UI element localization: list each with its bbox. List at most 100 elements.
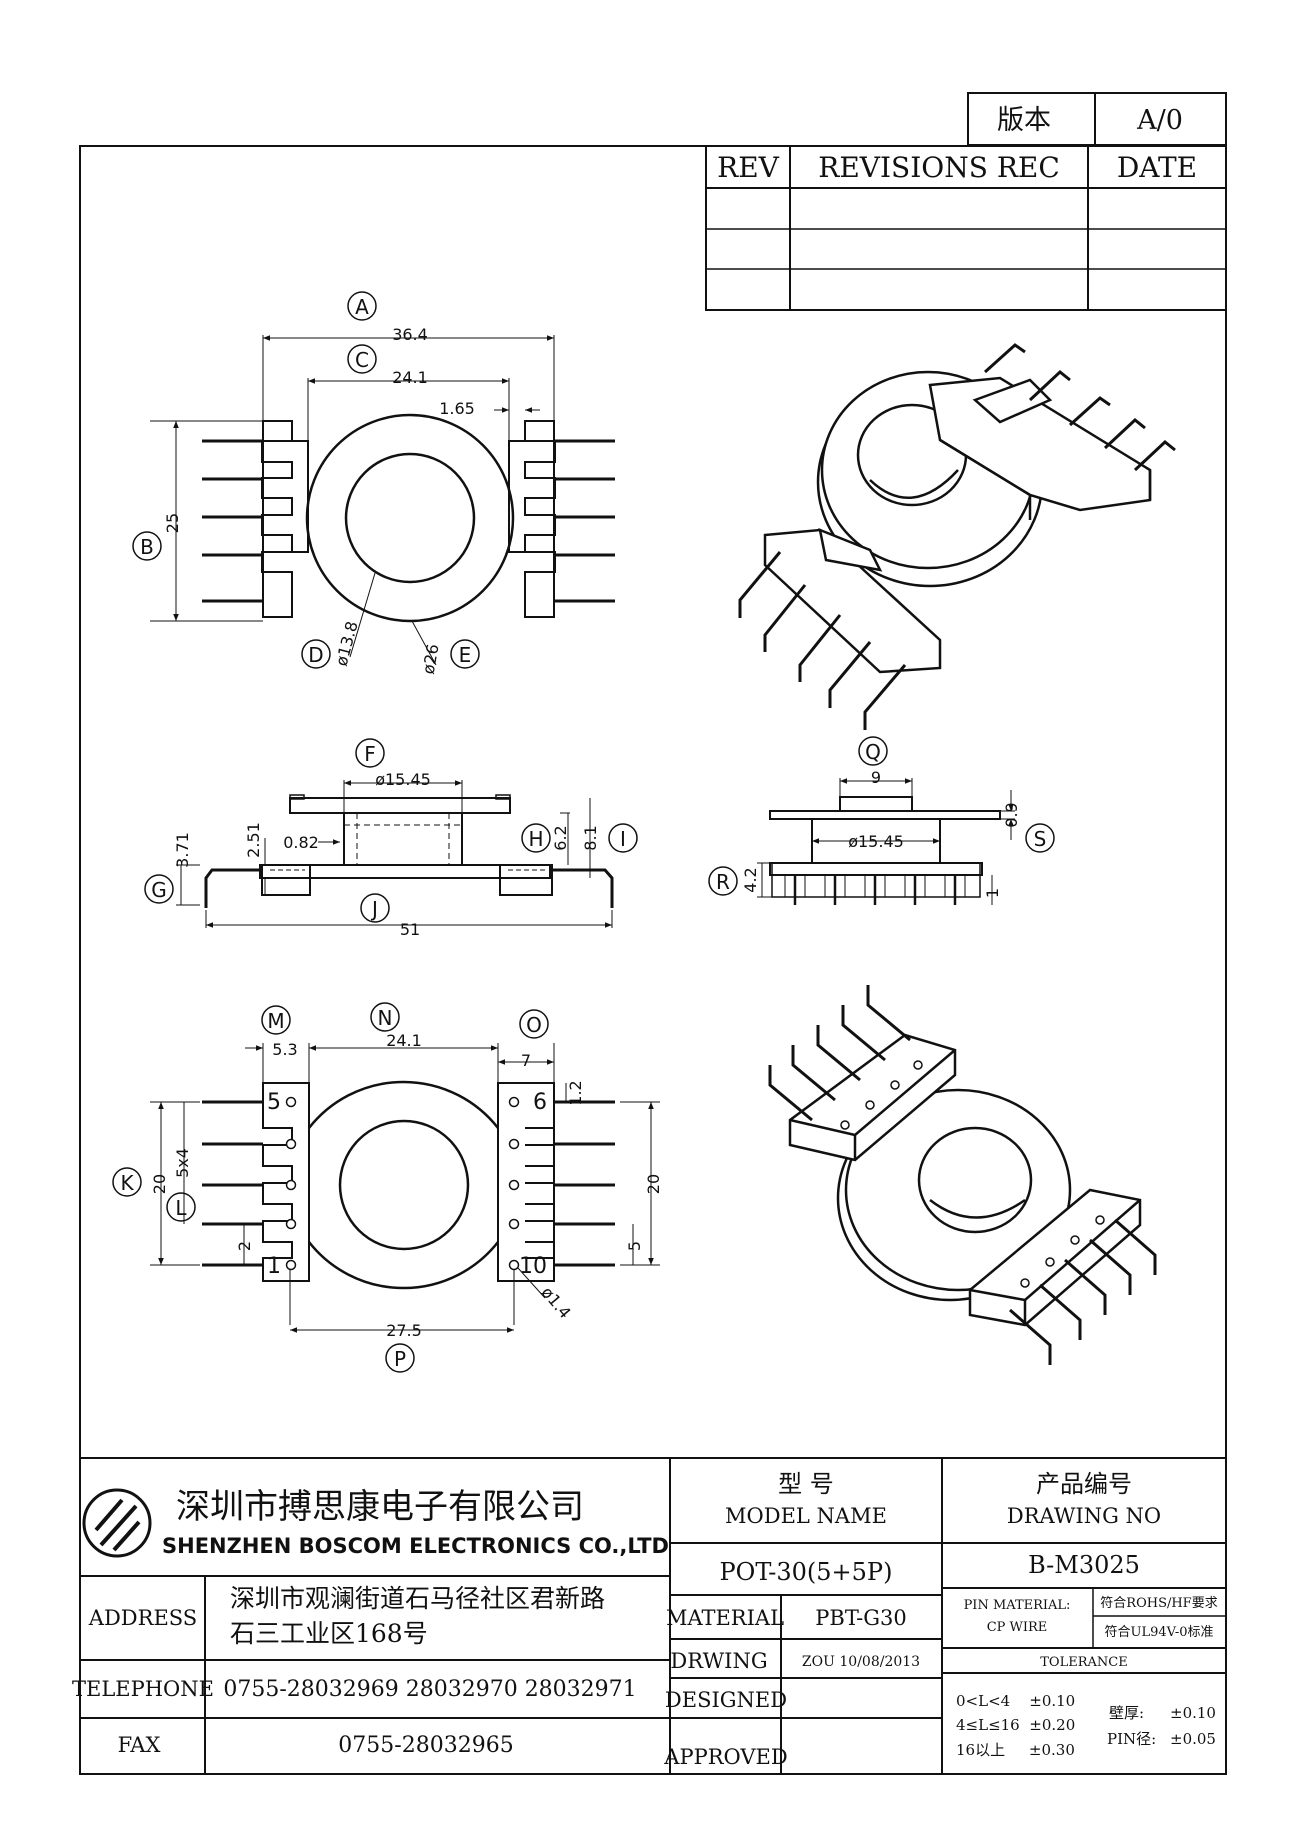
marker-c: C <box>347 344 377 374</box>
marker-k: K <box>112 1167 142 1197</box>
dim-d-text: ø13.8 <box>332 619 362 668</box>
title-block: 深圳市搏思康电子有限公司 SHENZHEN BOSCOM ELECTRONICS… <box>72 1457 1226 1774</box>
svg-text:K: K <box>120 1171 134 1195</box>
tolerance-row-1: 0<L<4 ±0.10 <box>956 1692 1075 1710</box>
approved-label: APPROVED <box>663 1745 787 1769</box>
drawing-no-label-cn: 产品编号 <box>1036 1470 1132 1498</box>
dim-hole-text: ø1.4 <box>538 1283 575 1322</box>
version-label: 版本 <box>997 105 1051 136</box>
dim-r-text: 4.2 <box>741 867 760 892</box>
wall-thickness-value: ±0.10 <box>1170 1704 1216 1722</box>
marker-i: I <box>608 823 638 853</box>
svg-text:R: R <box>716 870 730 894</box>
revisions-header: REVISIONS REC <box>818 151 1060 184</box>
company-name-cn: 深圳市搏思康电子有限公司 <box>176 1487 584 1527</box>
tolerance-label: TOLERANCE <box>1040 1655 1127 1670</box>
svg-text:N: N <box>378 1006 393 1030</box>
wall-thickness-label: 壁厚: <box>1109 1704 1144 1722</box>
svg-text:L: L <box>175 1196 187 1220</box>
dim-81-text: 8.1 <box>581 825 600 850</box>
dim-s-text: 0.9 <box>1002 802 1021 827</box>
dim-j-text: 51 <box>400 920 420 939</box>
isometric-view-top <box>738 343 1176 730</box>
material-label: MATERIAL <box>666 1606 784 1630</box>
marker-h: H <box>521 823 551 853</box>
marker-q: Q <box>858 736 888 766</box>
dim-q-text: 9 <box>871 768 881 787</box>
dim-c-text: 24.1 <box>392 368 428 387</box>
dim-62-text: 6.2 <box>551 825 570 850</box>
dim-right20-text: 20 <box>644 1174 663 1194</box>
dim-251-text: 2.51 <box>244 822 263 858</box>
date-header: DATE <box>1117 151 1197 184</box>
pin-material-label: PIN MATERIAL: <box>964 1598 1071 1613</box>
marker-n: N <box>370 1002 400 1032</box>
rev-header: REV <box>717 151 780 184</box>
svg-text:M: M <box>267 1009 284 1033</box>
designed-label: DESIGNED <box>665 1688 787 1712</box>
bottom-view: 5.3 24.1 7 20 5x4 2 20 5 1.2 27.5 ø1.4 5… <box>112 1002 663 1373</box>
side-view: ø15.45 2.51 0.82 3.71 6.2 8.1 51 F G H I… <box>144 738 638 939</box>
dim-a-text: 36.4 <box>392 325 428 344</box>
svg-text:H: H <box>528 827 543 851</box>
cp-wire-label: CP WIRE <box>987 1620 1048 1635</box>
address-line-1: 深圳市观澜街道石马径社区君新路 <box>230 1584 605 1613</box>
outer-frame <box>79 145 1227 1775</box>
top-view: 36.4 24.1 1.65 25 ø13.8 ø26 A C B D E <box>132 291 615 676</box>
svg-text:D: D <box>308 643 323 667</box>
dim-m-text: 5.3 <box>272 1040 297 1059</box>
address-label: ADDRESS <box>88 1606 197 1630</box>
company-logo <box>82 1488 152 1558</box>
marker-l: L <box>166 1192 196 1222</box>
svg-text:Q: Q <box>865 740 881 764</box>
marker-p: P <box>385 1343 415 1373</box>
end-view: 9 ø15.45 0.9 4.2 1 Q S R <box>708 736 1055 905</box>
marker-b: B <box>132 531 162 561</box>
dim-gap-text: 1.65 <box>439 399 475 418</box>
svg-text:B: B <box>140 535 154 559</box>
dim-pin-text: 1 <box>983 888 1002 898</box>
dim-o-text: 7 <box>521 1051 531 1070</box>
telephone-label: TELEPHONE <box>72 1677 214 1701</box>
pin-diameter-value: ±0.05 <box>1170 1730 1216 1748</box>
dim-top12-text: 1.2 <box>566 1080 585 1105</box>
marker-j: J <box>360 893 390 923</box>
pin-diameter-label: PIN径: <box>1107 1730 1156 1748</box>
marker-m: M <box>261 1005 291 1035</box>
drawing-no-label-en: DRAWING NO <box>1007 1504 1161 1528</box>
dim-f-text: ø15.45 <box>375 770 431 789</box>
company-name-en: SHENZHEN BOSCOM ELECTRONICS CO.,LTD <box>162 1534 669 1558</box>
svg-text:E: E <box>459 643 472 667</box>
dim-n-text: 24.1 <box>386 1031 422 1050</box>
marker-s: S <box>1025 823 1055 853</box>
marker-o: O <box>519 1009 549 1039</box>
dim-l-text: 5x4 <box>173 1148 192 1178</box>
dim-e-text: ø26 <box>419 643 443 676</box>
version-value: A/0 <box>1136 105 1183 136</box>
isometric-view-bottom <box>768 985 1157 1365</box>
material-value: PBT-G30 <box>815 1606 906 1630</box>
tolerance-row-2: 4≤L≤16 ±0.20 <box>956 1716 1075 1734</box>
dim-2-text: 2 <box>235 1241 254 1251</box>
model-label-cn: 型 号 <box>778 1470 834 1498</box>
revision-table: REV REVISIONS REC DATE <box>705 145 1227 311</box>
marker-d: D <box>301 639 331 669</box>
svg-text:I: I <box>620 827 626 851</box>
model-name-value: POT-30(5+5P) <box>720 1558 893 1586</box>
fax-label: FAX <box>118 1733 161 1757</box>
dim-right5-text: 5 <box>625 1241 644 1251</box>
version-box: 版本 A/0 <box>967 92 1227 146</box>
marker-g: G <box>144 874 174 904</box>
dim-k-text: 20 <box>150 1174 169 1194</box>
pin-label-10: 10 <box>519 1254 547 1279</box>
svg-text:P: P <box>394 1347 406 1371</box>
svg-text:J: J <box>370 897 378 921</box>
dim-371-text: 3.71 <box>173 832 192 868</box>
svg-text:F: F <box>364 742 376 766</box>
svg-text:S: S <box>1034 827 1047 851</box>
marker-f: F <box>355 738 385 768</box>
pin-label-6: 6 <box>533 1090 547 1115</box>
model-label-en: MODEL NAME <box>725 1504 887 1528</box>
drawing-label: DRWING <box>670 1649 767 1673</box>
pin-label-1: 1 <box>267 1254 281 1279</box>
